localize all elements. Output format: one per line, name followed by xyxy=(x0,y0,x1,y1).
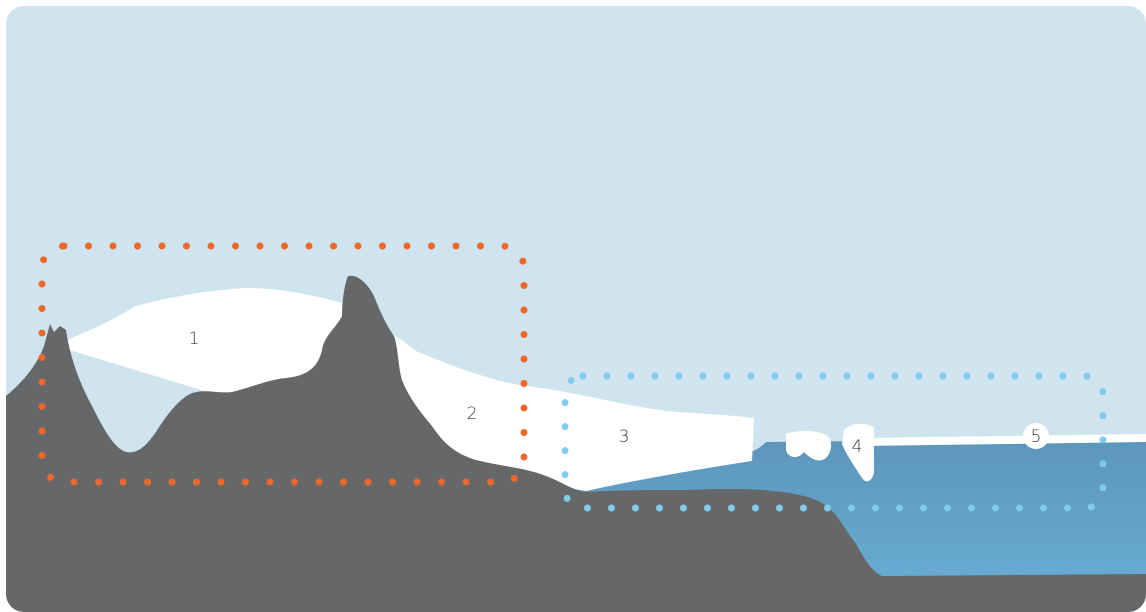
label-4: 4 xyxy=(852,437,863,457)
label-2: 2 xyxy=(467,404,478,424)
iceberg-small xyxy=(786,431,831,460)
label-5: 5 xyxy=(1031,427,1042,447)
label-3: 3 xyxy=(619,427,630,447)
glacier-diagram-svg: 1 2 3 4 5 xyxy=(6,6,1146,612)
label-1: 1 xyxy=(189,329,200,349)
glacier-diagram: 1 2 3 4 5 xyxy=(6,6,1146,612)
